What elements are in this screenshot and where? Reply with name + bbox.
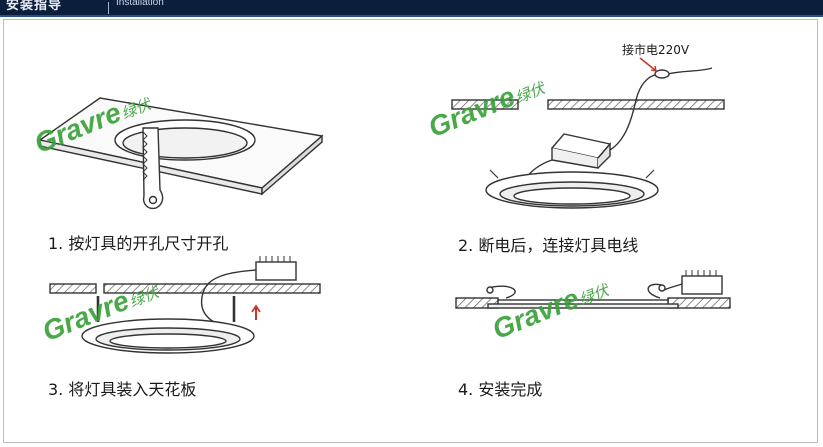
step1-illustration (38, 97, 324, 210)
step2-illustration (451, 57, 725, 209)
ceiling-slab-right (103, 283, 321, 294)
diagram-frame (3, 19, 818, 443)
step3-illustration (49, 256, 321, 354)
header-bar: 安装指导 Installation (0, 0, 823, 17)
header-title-en: Installation (116, 0, 164, 8)
step4-label: 4. 安装完成 (458, 380, 543, 399)
wire-connector (654, 69, 670, 79)
ceiling-slab-left (49, 283, 97, 294)
hole-saw (142, 127, 164, 210)
pointer-arrow (639, 57, 656, 71)
header-title-cn: 安装指导 (6, 0, 63, 13)
led-driver-box (681, 275, 723, 295)
mains-wire (609, 73, 659, 151)
step2-label: 2. 断电后，连接灯具电线 (458, 236, 639, 255)
header-divider (108, 2, 109, 14)
step3-label: 3. 将灯具装入天花板 (48, 380, 197, 399)
voltage-annotation: 接市电220V (622, 43, 690, 57)
step1-label: 1. 按灯具的开孔尺寸开孔 (48, 234, 229, 253)
ceiling-slab-left (451, 99, 519, 110)
lamp-wire (663, 283, 683, 291)
lamp-wire (200, 269, 257, 323)
spring-clip-left (487, 285, 516, 299)
led-driver-box (255, 261, 297, 281)
step4-illustration (455, 270, 731, 309)
